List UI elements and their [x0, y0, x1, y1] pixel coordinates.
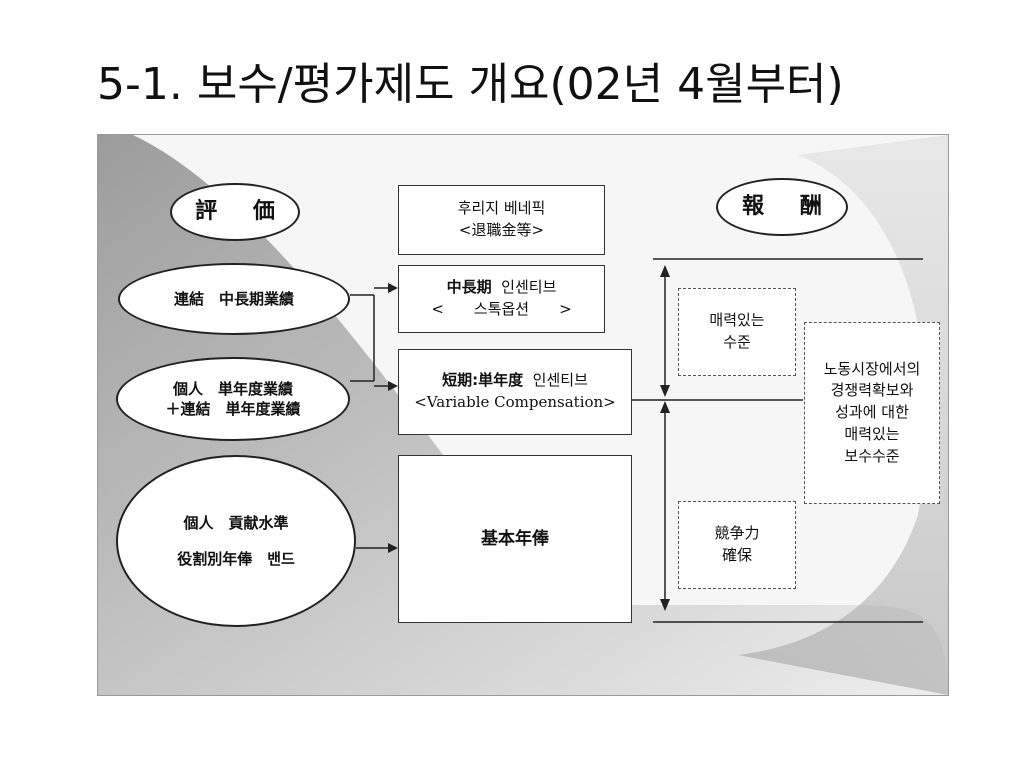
right-box-attractive-level: 매력있는 수준 — [678, 288, 796, 376]
double-arrow-upper-bottom — [660, 385, 670, 397]
box-line: < 스톡옵션 > — [431, 300, 572, 318]
diagram-panel: 評 価 報 酬 連結 中長期業績 個人 単年度業績 ＋連結 単年度業績 個人 貢… — [97, 134, 949, 696]
box-line-label: 인센티브 — [532, 371, 588, 390]
right-box-competitiveness: 競争力 確保 — [678, 501, 796, 589]
eval-item-individual-annual: 個人 単年度業績 ＋連結 単年度業績 — [116, 357, 350, 441]
eval-item-consolidated-midterm: 連結 中長期業績 — [118, 263, 350, 335]
double-arrow-lower-bottom — [660, 599, 670, 611]
box-line: 確保 — [721, 546, 752, 564]
eval-item-line: 個人 貢献水準 — [183, 513, 289, 532]
box-line: 競争力 — [714, 524, 760, 543]
evaluation-header: 評 価 — [170, 183, 300, 241]
box-line-label: 인센티브 — [501, 278, 557, 297]
summary-line: 매력있는 — [844, 424, 900, 443]
double-arrow-lower-top — [660, 401, 670, 413]
summary-line: 성과에 대한 — [835, 403, 909, 422]
box-line-label: 短期:単年度 — [442, 371, 524, 390]
box-line: 수준 — [723, 333, 751, 351]
box-line: 후리지 베네픽 — [457, 199, 546, 218]
compensation-header-label: 報 酬 — [742, 194, 836, 220]
arrowhead-midterm — [388, 283, 398, 293]
eval-item-line: 役割別年俸 밴드 — [177, 550, 295, 568]
arrowhead-shortterm — [388, 381, 398, 391]
double-arrow-upper-top — [660, 265, 670, 277]
arrowhead-base — [388, 543, 398, 553]
background-arc — [738, 135, 948, 695]
summary-line: 노동시장에서의 — [823, 359, 921, 378]
center-box-fringe-benefit: 후리지 베네픽 <退職金等> — [398, 185, 605, 255]
eval-item-contribution-band: 個人 貢献水準 役割別年俸 밴드 — [116, 455, 356, 627]
summary-line: 보수수준 — [844, 446, 900, 465]
box-line: 基本年俸 — [481, 528, 549, 549]
box-line: <Variable Compensation> — [414, 393, 616, 411]
right-summary-box: 노동시장에서의 경쟁력확보와 성과에 대한 매력있는 보수수준 — [804, 322, 940, 504]
center-box-shortterm-incentive: 短期:単年度 인센티브 <Variable Compensation> — [398, 349, 632, 435]
slide-title: 5-1. 보수/평가제도 개요(02년 4월부터) — [97, 59, 844, 110]
box-line-label: 中長期 — [446, 278, 492, 297]
eval-item-line: 連結 中長期業績 — [173, 289, 294, 308]
compensation-header: 報 酬 — [716, 178, 848, 236]
center-box-base-salary: 基本年俸 — [398, 455, 632, 623]
box-line: <退職金等> — [458, 221, 545, 239]
summary-line: 경쟁력확보와 — [830, 381, 914, 400]
box-line: 매력있는 — [709, 311, 765, 330]
eval-item-line: ＋連結 単年度業績 — [165, 400, 301, 418]
center-box-midterm-incentive: 中長期 인센티브 < 스톡옵션 > — [398, 265, 605, 333]
eval-item-line: 個人 単年度業績 — [172, 379, 293, 398]
evaluation-header-label: 評 価 — [195, 199, 289, 225]
